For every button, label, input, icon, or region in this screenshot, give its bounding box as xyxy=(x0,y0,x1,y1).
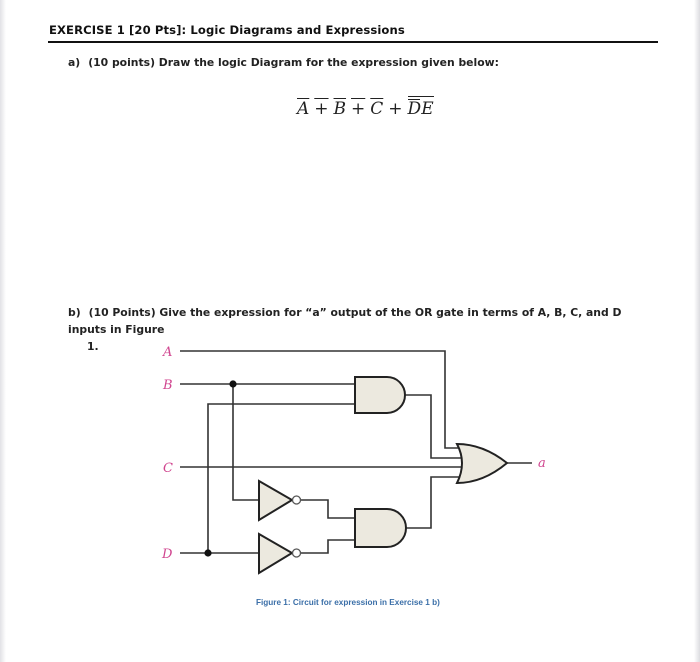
figure-caption: Figure 1: Circuit for expression in Exer… xyxy=(256,598,440,607)
and-gate-2 xyxy=(354,508,407,548)
output-label-a: a xyxy=(538,456,546,471)
and-gate-1 xyxy=(354,376,406,414)
expr-group-nand: DE xyxy=(407,96,434,119)
input-label-b: B xyxy=(162,378,173,393)
part-a-label: a) xyxy=(68,56,81,69)
part-b-text-cont: 1. xyxy=(87,340,99,353)
expr-var-e: E xyxy=(421,99,434,119)
wire-not1-out xyxy=(301,499,356,519)
wire-d-branch xyxy=(207,403,356,553)
part-a-question: a) (10 points) Draw the logic Diagram for… xyxy=(68,56,499,69)
expr-group-nor: A+B+C xyxy=(297,99,383,119)
inversion-bubble-2 xyxy=(291,548,302,558)
part-b-question: b)(10 Points) Give the expression for “a… xyxy=(68,304,663,355)
expr-op: + xyxy=(314,99,329,119)
expr-d-bar: D xyxy=(407,96,422,119)
part-b-label: b) xyxy=(68,306,81,319)
wires xyxy=(180,350,532,554)
page-edge-left xyxy=(0,0,6,662)
wire-not2-out xyxy=(301,539,356,554)
expr-op: + xyxy=(351,99,366,119)
wire-and2-out xyxy=(406,476,462,529)
expr-var-a: A xyxy=(297,99,310,119)
wire-a xyxy=(180,350,462,449)
input-label-a: A xyxy=(162,345,172,360)
not-gate-1 xyxy=(258,479,294,522)
boolean-expression: A+B+C+DE xyxy=(297,96,434,119)
expr-var-b: B xyxy=(333,99,347,119)
exercise-title: EXERCISE 1 [20 Pts]: Logic Diagrams and … xyxy=(49,23,405,37)
expr-var-c: C xyxy=(370,99,384,119)
input-label-c: C xyxy=(163,461,173,476)
expr-var-d: D xyxy=(407,99,422,119)
title-divider xyxy=(48,41,658,43)
wire-b-branch xyxy=(232,384,259,501)
inversion-bubble-1 xyxy=(291,495,302,505)
junction-dot-d xyxy=(204,549,212,557)
junction-dot-b xyxy=(229,380,237,388)
part-b-text: (10 Points) Give the expression for “a” … xyxy=(68,306,622,336)
or-gate xyxy=(455,442,509,485)
expr-op: + xyxy=(388,99,403,119)
page-edge-right xyxy=(694,0,700,662)
input-label-d: D xyxy=(161,547,173,562)
not-gate-2 xyxy=(258,532,294,575)
wire-and1-out xyxy=(405,394,463,459)
part-a-text: (10 points) Draw the logic Diagram for t… xyxy=(88,56,499,69)
